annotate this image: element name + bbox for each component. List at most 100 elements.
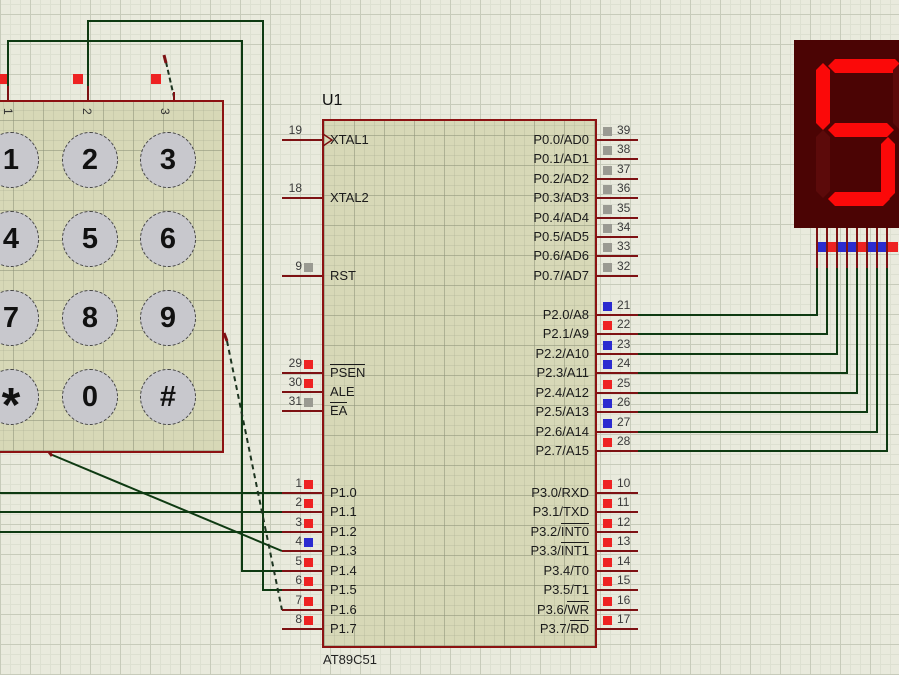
keypad-button-8[interactable]: 8 — [62, 290, 118, 346]
pin-name: P0.3/AD3 — [533, 190, 589, 205]
pin-stub — [597, 570, 638, 572]
keypad-button-label: 4 — [2, 222, 20, 255]
pin-number: 8 — [295, 612, 302, 626]
pin-stub — [597, 158, 638, 160]
keypad-pin-stub — [47, 451, 54, 457]
keypad-button-star[interactable]: * — [0, 369, 39, 430]
display-state-square — [888, 242, 898, 252]
pin-state-square — [603, 127, 612, 136]
pin-name: P3.4/T0 — [543, 563, 589, 578]
pin-stub — [282, 139, 322, 141]
pin-name: P1.3 — [330, 543, 357, 558]
display-state-square — [828, 242, 838, 252]
pin-state-square — [603, 263, 612, 272]
pin-state-square — [603, 577, 612, 586]
pin-number: 17 — [617, 612, 631, 626]
keypad-button-hash[interactable]: # — [140, 369, 196, 425]
keypad-button-label: 8 — [81, 301, 99, 334]
pin-stub — [597, 217, 638, 219]
pin-stub — [597, 353, 638, 355]
pin-state-square — [304, 398, 313, 407]
pin-number: 30 — [288, 375, 302, 389]
pin-name: P2.0/A8 — [542, 307, 589, 322]
keypad-button-label: 1 — [2, 143, 20, 176]
pin-stub — [597, 511, 638, 513]
keypad-button-9[interactable]: 9 — [140, 290, 196, 346]
pin-state-square — [603, 205, 612, 214]
display-state-square — [848, 242, 858, 252]
keypad-state-square — [73, 74, 83, 84]
pin-state-square — [603, 166, 612, 175]
pin-stub — [597, 314, 638, 316]
wire-p2-to-display — [638, 268, 828, 335]
pin-name: P0.5/AD5 — [533, 229, 589, 244]
pin-number: 18 — [288, 181, 302, 195]
pin-stub — [597, 333, 638, 335]
pin-name: P2.6/A14 — [535, 424, 590, 439]
pin-number: 19 — [288, 123, 302, 137]
pin-name: P2.4/A12 — [535, 385, 590, 400]
pin-name: P3.3/INT1 — [530, 542, 589, 558]
pin-number: 38 — [617, 142, 631, 156]
pin-name: XTAL2 — [330, 190, 369, 205]
pin-name: P0.6/AD6 — [533, 248, 589, 263]
pin-stub — [597, 431, 638, 433]
pin-state-square — [603, 224, 612, 233]
pin-stub — [282, 570, 322, 572]
chip-ref-label: U1 — [322, 92, 343, 109]
pin-stub — [597, 609, 638, 611]
display-state-square — [818, 242, 828, 252]
pin-number: 23 — [617, 337, 631, 351]
pin-stub — [282, 550, 322, 552]
pin-stub — [597, 392, 638, 394]
pin-name: P2.7/A15 — [535, 443, 590, 458]
wire-keypad-col1-to-p14 — [7, 40, 282, 572]
pin-number: 33 — [617, 239, 631, 253]
pin-stub — [282, 628, 322, 630]
clock-input-icon — [322, 133, 334, 147]
pin-state-square — [603, 341, 612, 350]
pin-state-square — [304, 519, 313, 528]
pin-stub — [597, 255, 638, 257]
pin-name: P3.5/T1 — [543, 582, 589, 597]
pin-stub — [282, 589, 322, 591]
keypad-button-0[interactable]: 0 — [62, 369, 118, 425]
keypad-button-3[interactable]: 3 — [140, 132, 196, 188]
keypad-button-5[interactable]: 5 — [62, 211, 118, 267]
pin-stub — [597, 550, 638, 552]
pin-name: P1.7 — [330, 621, 357, 636]
keypad-button-2[interactable]: 2 — [62, 132, 118, 188]
pin-stub — [597, 236, 638, 238]
pin-state-square — [304, 558, 313, 567]
pin-number: 6 — [295, 573, 302, 587]
keypad-button-label: # — [159, 380, 177, 413]
keypad-button-6[interactable]: 6 — [140, 211, 196, 267]
pin-state-square — [603, 243, 612, 252]
pin-stub — [597, 197, 638, 199]
pin-state-square — [603, 499, 612, 508]
seven-segment-display[interactable] — [794, 40, 899, 228]
pin-name: P3.7/RD — [539, 620, 589, 636]
pin-stub — [597, 275, 638, 277]
pin-stub — [282, 197, 322, 199]
pin-stub — [282, 410, 322, 412]
pin-number: 7 — [295, 593, 302, 607]
pin-name: P0.1/AD1 — [533, 151, 589, 166]
segment-e — [816, 130, 830, 198]
wire-keypad-col2-to-p15 — [87, 20, 282, 591]
segment-c — [881, 137, 895, 200]
pin-number: 24 — [617, 356, 631, 370]
pin-state-square — [603, 616, 612, 625]
pin-number: 31 — [288, 394, 302, 408]
pin-number: 16 — [617, 593, 631, 607]
pin-name: P0.4/AD4 — [533, 210, 589, 225]
wire-keypad-to-p13 — [49, 453, 283, 552]
pin-number: 21 — [617, 298, 631, 312]
pin-stub — [597, 628, 638, 630]
mcu-at89c51-body[interactable] — [322, 119, 597, 648]
pin-number: 3 — [295, 515, 302, 529]
pin-state-square — [603, 380, 612, 389]
